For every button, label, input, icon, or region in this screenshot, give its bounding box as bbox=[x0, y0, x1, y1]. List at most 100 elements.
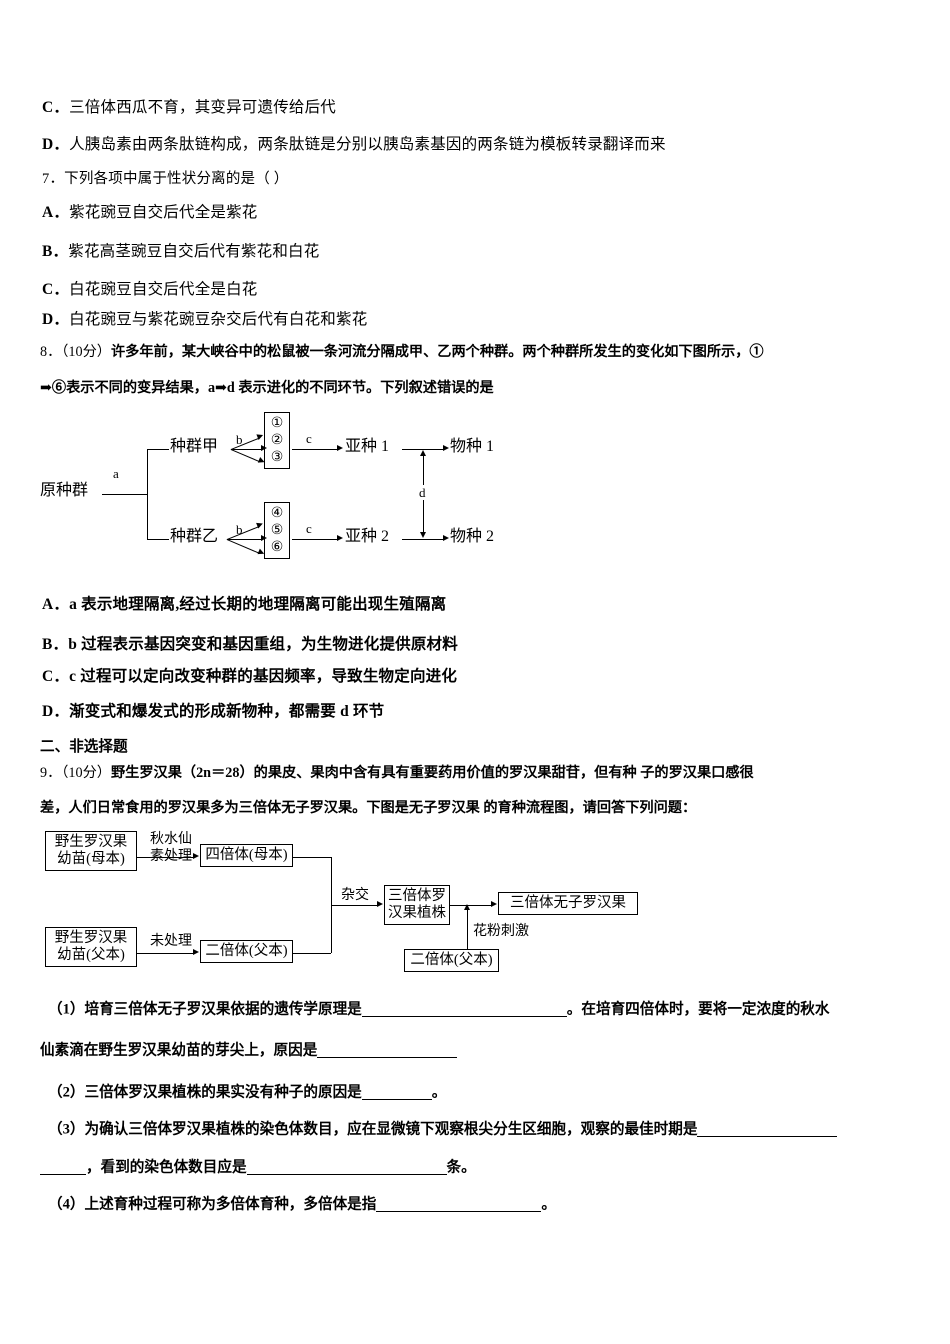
q9-sub1-line1-text-b: 。在培育四倍体时，要将一定浓度的秋水 bbox=[566, 1001, 830, 1018]
q9-sub3-line1-text-a: （3）为确认三倍体罗汉果植株的染色体数目，应在显微镜下观察根尖分生区细胞，观察的… bbox=[48, 1121, 698, 1138]
q8-option-b: B．b 过程表示基因突变和基因重组，为生物进化提供原材料 bbox=[42, 637, 458, 653]
variation-3: ③ bbox=[270, 449, 284, 466]
variation-box-jia: ① ② ③ bbox=[264, 412, 290, 470]
variation-5: ⑤ bbox=[270, 522, 284, 539]
box-wild-father-line1: 野生罗汉果 bbox=[54, 930, 128, 946]
q7-option-b-text: 紫花高茎豌豆自交后代有紫花和白花 bbox=[68, 243, 320, 260]
yi-c-arrowhead bbox=[337, 535, 343, 542]
box-tetraploid-mother: 四倍体(母本) bbox=[200, 844, 293, 868]
label-cross-text: 杂交 bbox=[341, 888, 369, 903]
q7-number: 7． bbox=[42, 171, 65, 187]
q9-stem-line2: 差，人们日常食用的罗汉果多为三倍体无子罗汉果。下图是无子罗汉果 的育种流程图，请… bbox=[40, 800, 697, 816]
q9-number: 9． bbox=[40, 765, 62, 781]
box-diploid-father-text: 二倍体(父本) bbox=[205, 943, 288, 959]
branch-lower-line bbox=[147, 539, 169, 540]
q7-option-b: B．紫花高茎豌豆自交后代有紫花和白花 bbox=[42, 244, 319, 260]
arrowhead-pollen-stimulation bbox=[463, 904, 470, 910]
q8-option-d-text: 渐变式和爆发式的形成新物种，都需要 d 环节 bbox=[69, 703, 385, 720]
subspecies-1-label: 亚种 1 bbox=[345, 438, 390, 455]
subspecies-2-label: 亚种 2 bbox=[345, 528, 390, 545]
q8-stem-line1: 8．（10分）许多年前，某大峡谷中的松鼠被一条河流分隔成甲、乙两个种群。两个种群… bbox=[40, 345, 764, 359]
q9-sub1-blank1[interactable] bbox=[361, 1002, 567, 1017]
q7-option-b-label: B． bbox=[42, 243, 69, 260]
q9-sub2-text-a: （2）三倍体罗汉果植株的果实没有种子的原因是 bbox=[48, 1084, 362, 1101]
q9-sub3-blank1[interactable] bbox=[697, 1122, 838, 1137]
q9-sub3-blank1-cont[interactable] bbox=[40, 1160, 86, 1175]
q9-sub1-blank2[interactable] bbox=[317, 1043, 458, 1058]
box-seedless-fruit: 三倍体无子罗汉果 bbox=[498, 892, 638, 916]
jia-process-label-b: b bbox=[236, 432, 243, 447]
q9-sub3-line1: （3）为确认三倍体罗汉果植株的染色体数目，应在显微镜下观察根尖分生区细胞，观察的… bbox=[48, 1121, 838, 1138]
q8-option-c-label: C． bbox=[42, 668, 70, 685]
q9-sub4-line1: （4）上述育种过程可称为多倍体育种，多倍体是指。 bbox=[48, 1197, 556, 1212]
species-2-arrow-line bbox=[402, 539, 444, 540]
box-triploid-plant-line2: 汉果植株 bbox=[388, 905, 446, 922]
arrowhead-untreated bbox=[193, 949, 199, 956]
q7-option-d-label: D． bbox=[42, 311, 70, 328]
label-colchicine-line2: 素处理 bbox=[150, 848, 192, 864]
q6-option-d-label: D． bbox=[42, 136, 70, 153]
q6-option-c-label: C． bbox=[42, 99, 70, 116]
q8-option-a: A．a 表示地理隔离,经过长期的地理隔离可能出现生殖隔离 bbox=[42, 597, 446, 613]
box-triploid-plant-line1: 三倍体罗 bbox=[388, 888, 446, 904]
q8-option-c-text: c 过程可以定向改变种群的基因频率，导致生物定向进化 bbox=[69, 668, 458, 685]
label-untreated: 未处理 bbox=[141, 934, 201, 951]
split-bar bbox=[147, 449, 148, 539]
q7-stem: 7．下列各项中属于性状分离的是（ ） bbox=[42, 172, 288, 187]
q9-sub1-line2: 仙素滴在野生罗汉果幼苗的芽尖上，原因是 bbox=[40, 1042, 458, 1059]
population-yi-label: 种群乙 bbox=[170, 528, 219, 545]
q9-sub4-blank1[interactable] bbox=[376, 1197, 542, 1212]
q7-option-d-text: 白花豌豆与紫花豌豆杂交后代有白花和紫花 bbox=[69, 311, 368, 328]
variation-1: ① bbox=[270, 415, 284, 431]
species-2-arrowhead bbox=[443, 535, 449, 542]
q7-option-c: C．白花豌豆自交后代全是白花 bbox=[42, 282, 258, 298]
label-pollen-stimulation: 花粉刺激 bbox=[473, 924, 543, 941]
variation-4: ④ bbox=[270, 505, 284, 521]
q9-sub1-line1-text-a: （1）培育三倍体无子罗汉果依据的遗传学原理是 bbox=[48, 1001, 362, 1018]
yi-process-label-b: b bbox=[236, 522, 243, 537]
diagram-branch-label-a: a bbox=[113, 466, 119, 481]
species-1-arrowhead bbox=[443, 445, 449, 452]
arrow-line-cross bbox=[331, 905, 378, 906]
label-pollen-stimulation-text: 花粉刺激 bbox=[473, 924, 529, 939]
speciation-flow-diagram: 原种群 a 种群甲 种群乙 b ① ② ③ bbox=[40, 405, 540, 585]
q8-option-b-text: b 过程表示基因突变和基因重组，为生物进化提供原材料 bbox=[68, 636, 458, 653]
q6-option-c-text: 三倍体西瓜不育，其变异可遗传给后代 bbox=[69, 99, 336, 116]
q7-option-c-text: 白花豌豆自交后代全是白花 bbox=[69, 281, 258, 298]
q9-sub3-blank2[interactable] bbox=[246, 1160, 447, 1175]
yi-label-c: c bbox=[306, 521, 312, 536]
q6-option-d: D．人胰岛素由两条肽链构成，两条肽链是分别以胰岛素基因的两条链为模板转录翻译而来 bbox=[42, 137, 666, 153]
q9-sub2-blank1[interactable] bbox=[361, 1085, 432, 1100]
arrow-line-colchicine bbox=[137, 857, 194, 858]
q9-sub4-text-b: 。 bbox=[541, 1196, 556, 1213]
q9-sub2-text-b: 。 bbox=[431, 1084, 447, 1101]
species-1-label: 物种 1 bbox=[450, 438, 495, 455]
variation-box-yi: ④ ⑤ ⑥ bbox=[264, 502, 290, 560]
luohanguo-breeding-flowchart: 野生罗汉果 幼苗(母本) 秋水仙 素处理 四倍体(母本) 野生罗汉果 幼苗(父本… bbox=[40, 826, 640, 986]
box-diploid-father: 二倍体(父本) bbox=[200, 940, 293, 964]
q9-sub1-line1: （1）培育三倍体无子罗汉果依据的遗传学原理是 。在培育四倍体时，要将一定浓度的秋水 bbox=[48, 1002, 829, 1017]
trunk-line bbox=[102, 494, 147, 495]
box-wild-father-line2: 幼苗(父本) bbox=[57, 947, 125, 964]
arrowhead-cross bbox=[377, 901, 383, 908]
q7-option-a-label: A． bbox=[42, 204, 70, 221]
line-pollen-stimulation bbox=[467, 908, 468, 962]
variation-2: ② bbox=[270, 432, 284, 449]
q9-stem-text-1: 野生罗汉果（2n＝28）的果皮、果肉中含有具有重要药用价值的罗汉果甜苷，但有种 … bbox=[110, 765, 754, 781]
q9-score: （10分） bbox=[61, 765, 111, 781]
jia-label-c: c bbox=[306, 431, 312, 446]
jia-c-arrowhead bbox=[337, 445, 343, 452]
q8-option-a-label: A． bbox=[42, 596, 70, 613]
box-diploid-father-2: 二倍体(父本) bbox=[404, 949, 499, 973]
jia-c-arrow-line bbox=[292, 449, 338, 450]
q7-option-a-text: 紫花豌豆自交后代全是紫花 bbox=[69, 204, 258, 221]
q8-option-d-label: D． bbox=[42, 703, 70, 720]
line-tetraploid-to-junction bbox=[293, 857, 331, 858]
box-wild-mother-line2: 幼苗(母本) bbox=[57, 851, 125, 868]
arrow-line-to-seedless bbox=[450, 905, 492, 906]
isolation-d-arrowhead-down bbox=[419, 532, 426, 538]
q9-sub1-line2-text-a: 仙素滴在野生罗汉果幼苗的芽尖上，原因是 bbox=[40, 1042, 318, 1059]
species-1-arrow-line bbox=[402, 449, 444, 450]
q8-score: （10分） bbox=[61, 344, 111, 360]
